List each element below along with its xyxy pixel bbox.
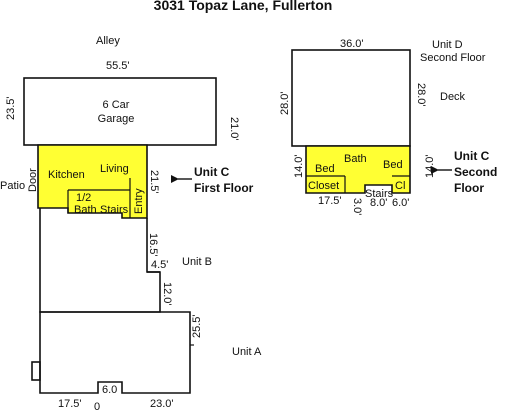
room-cl: Cl	[395, 180, 405, 192]
room-stairs-2: Stairs	[365, 188, 394, 200]
dim-c2-6-0: 6.0'	[392, 197, 409, 209]
dim-d-right: 28.0'	[415, 83, 427, 107]
room-bath: Bath	[74, 204, 97, 216]
alley-label: Alley	[96, 35, 120, 47]
dim-a-17-5: 17.5'	[58, 398, 82, 410]
dim-b-4-5: 4.5'	[151, 259, 168, 271]
unit-c-second-label: Unit C	[454, 149, 490, 163]
dim-a-25-5: 25.5'	[191, 314, 203, 338]
room-kitchen: Kitchen	[48, 169, 85, 181]
unit-c-second-floor-area	[305, 145, 411, 194]
unit-d-label: Unit D	[432, 39, 463, 51]
room-door: Door	[27, 168, 39, 192]
garage-label: 6 Car	[103, 99, 130, 111]
room-closet: Closet	[308, 180, 339, 192]
room-entry: Entry	[133, 188, 145, 214]
dim-a-23-0: 23.0'	[150, 398, 174, 410]
unit-c-first-label: Unit C	[194, 165, 230, 179]
dim-c2-right: 14.0'	[424, 154, 436, 178]
dim-garage-left: 23.5'	[5, 96, 17, 120]
deck-label: Deck	[440, 91, 466, 103]
room-living: Living	[100, 163, 129, 175]
dim-d-left: 28.0'	[279, 91, 291, 115]
unit-d-sub: Second Floor	[420, 52, 486, 64]
unit-c-first-floor-area	[37, 144, 148, 219]
dim-c2-left: 14.0'	[293, 154, 305, 178]
unit-b-label: Unit B	[182, 256, 212, 268]
dim-c2-3-0: 3.0'	[351, 198, 363, 215]
dim-c-right: 21.5'	[148, 170, 160, 194]
patio-label: Patio	[0, 180, 25, 192]
unit-b-outline	[39, 208, 161, 313]
room-half: 1/2	[76, 192, 91, 204]
room-bed-left: Bed	[315, 163, 335, 175]
garage-outline	[23, 77, 217, 146]
dim-garage-width: 55.5'	[106, 60, 130, 72]
dim-garage-right: 21.0'	[228, 117, 240, 141]
room-bath-2: Bath	[344, 153, 367, 165]
dim-b-12-0: 12.0'	[161, 282, 173, 306]
dim-c2-8-0: 8.0'	[370, 197, 387, 209]
unit-d-outline	[291, 49, 411, 147]
unit-a-outline	[39, 311, 191, 394]
room-bed-right: Bed	[383, 159, 403, 171]
unit-c-second-sub-2: Floor	[454, 181, 484, 195]
room-stairs: Stairs	[100, 204, 129, 216]
unit-a-label: Unit A	[232, 346, 262, 358]
dim-a-6-0: 6.0	[102, 384, 117, 396]
unit-a-bump	[31, 361, 41, 381]
plan-title: 3031 Topaz Lane, Fullerton	[154, 0, 333, 13]
unit-c-first-sub: First Floor	[194, 181, 254, 195]
dim-a-0: 0	[94, 401, 100, 413]
garage-label-2: Garage	[98, 113, 135, 125]
unit-c-second-sub: Second	[454, 165, 497, 179]
dim-c2-17-5: 17.5'	[318, 195, 342, 207]
dim-b-16-5: 16.5'	[147, 233, 159, 257]
dim-d-36-0: 36.0'	[340, 38, 364, 50]
